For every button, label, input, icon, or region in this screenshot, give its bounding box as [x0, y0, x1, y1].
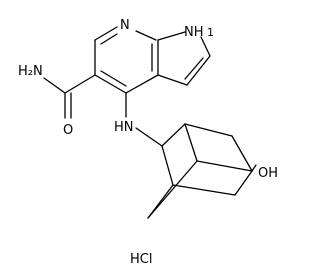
bond-n7-c7a [135, 30, 157, 41]
amine-nh-label: HN [114, 120, 134, 135]
bond-nh-ad2 [135, 127, 163, 147]
bond-ad2-ad1 [161, 123, 186, 147]
bond-c6-n7 [94, 26, 118, 41]
bond-ad4-ad3 [172, 184, 236, 196]
bond-ad9-ad5 [231, 135, 253, 172]
bond-c2-c3 [186, 55, 211, 86]
bond-c4-c5 [94, 74, 127, 94]
bond-c5-camide [64, 74, 96, 94]
bond-c4-c5-inner [100, 70, 127, 87]
bond-c2-c3-inner [184, 57, 204, 80]
bond-camide-n [43, 77, 66, 94]
bond-c7a-n1 [157, 31, 186, 41]
bond-ad8-ad5 [196, 160, 253, 172]
hydroxyl-label: OH [258, 166, 278, 181]
bond-ad5-ad4 [234, 170, 253, 196]
bond-n1-c2 [200, 36, 211, 57]
bond-c6-n7-inner [100, 33, 118, 45]
bond-ad3-ad2 [161, 145, 174, 186]
bond-ad10-ad7 [147, 160, 198, 219]
bond-ad5-oh [251, 164, 257, 172]
structure-canvas: N NH 1 H₂N O HN OH HCl [18, 18, 278, 267]
pyridine-n-label: N [120, 18, 130, 33]
hcl-salt-label: HCl [130, 252, 152, 267]
bond-c3a-c4 [125, 74, 159, 94]
pyrrole-h-locant: 1 [207, 26, 214, 39]
bond-c3-c3a [157, 74, 188, 86]
molecule-structure: N NH 1 H₂N O HN OH HCl [18, 18, 278, 267]
bond-ad1-ad8 [184, 123, 198, 162]
pyrrole-nh-label: NH [184, 25, 204, 40]
amide-o-label: O [63, 123, 73, 138]
bond-ad1-ad9 [184, 123, 233, 137]
amide-nh2-label: H₂N [18, 64, 43, 79]
